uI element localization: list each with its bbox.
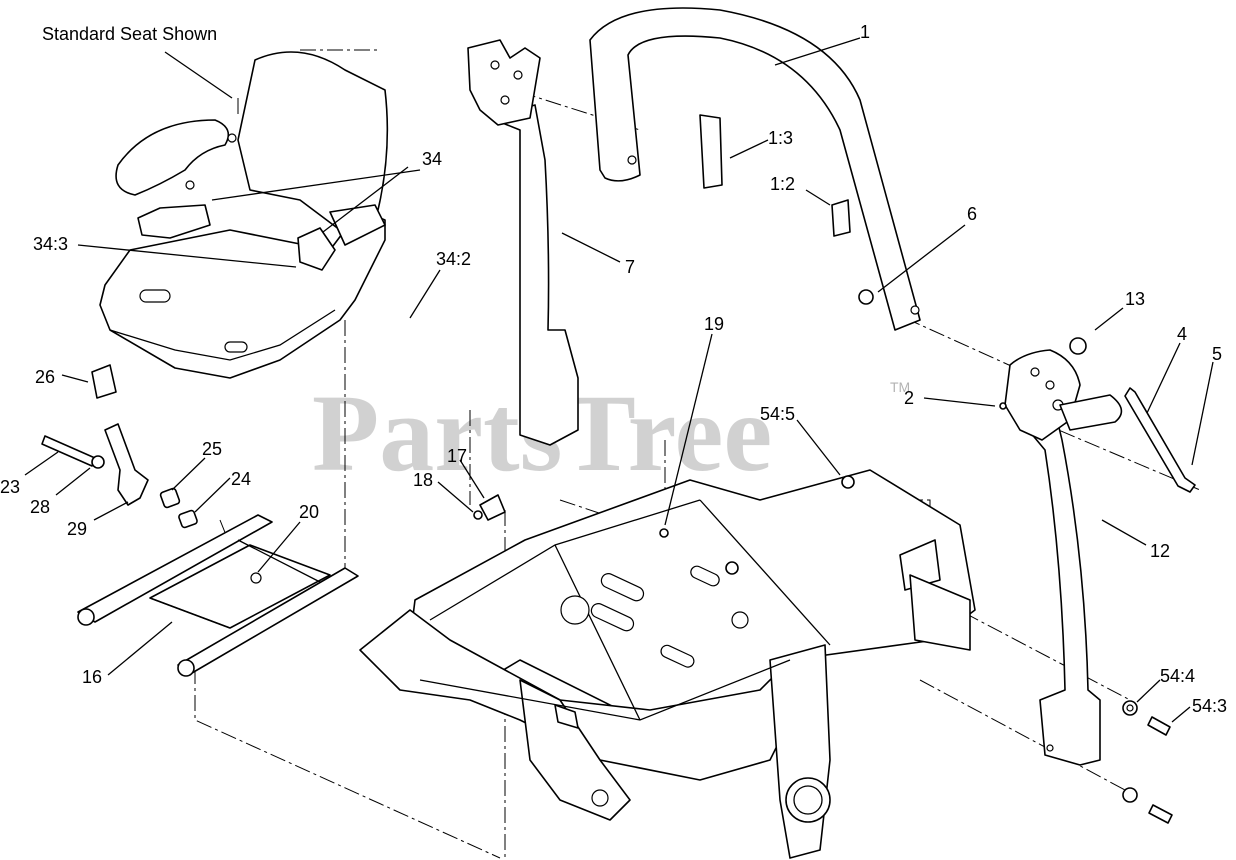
callout-28[interactable]: 28: [30, 497, 50, 517]
callout-34-3[interactable]: 34:3: [33, 234, 68, 254]
callout-19[interactable]: 19: [704, 314, 724, 334]
callout-17[interactable]: 17: [447, 446, 467, 466]
callout-7[interactable]: 7: [625, 257, 635, 277]
main-chassis-frame[interactable]: [359, 469, 976, 859]
callout-54-3[interactable]: 54:3: [1192, 696, 1227, 716]
seat-assembly[interactable]: [99, 51, 389, 379]
callout-24[interactable]: 24: [231, 469, 251, 489]
rops-hoop-1[interactable]: [589, 7, 921, 331]
callout-1-2[interactable]: 1:2: [770, 174, 795, 194]
watermark-trademark: TM: [890, 379, 910, 395]
callout-29[interactable]: 29: [67, 519, 87, 539]
callout-54-5[interactable]: 54:5: [760, 404, 795, 424]
callout-26[interactable]: 26: [35, 367, 55, 387]
callout-1-3[interactable]: 1:3: [768, 128, 793, 148]
callout-18[interactable]: 18: [413, 470, 433, 490]
rops-left-upright-7[interactable]: [467, 39, 579, 446]
rops-mount-hardware[interactable]: [1122, 700, 1173, 824]
callout-16[interactable]: 16: [82, 667, 102, 687]
seat-latch-hardware[interactable]: [41, 423, 198, 529]
callout-6[interactable]: 6: [967, 204, 977, 224]
callout-54-4[interactable]: 54:4: [1160, 666, 1195, 686]
callout-23[interactable]: 23: [0, 477, 20, 497]
callout-5[interactable]: 5: [1212, 344, 1222, 364]
seat-base-frame-16[interactable]: [77, 514, 359, 677]
callout-1[interactable]: 1: [860, 22, 870, 42]
callout-12[interactable]: 12: [1150, 541, 1170, 561]
callout-13[interactable]: 13: [1125, 289, 1145, 309]
seat-bumper-26[interactable]: [91, 364, 117, 399]
callout-20[interactable]: 20: [299, 502, 319, 522]
callout-34-2[interactable]: 34:2: [436, 249, 471, 269]
callout-25[interactable]: 25: [202, 439, 222, 459]
leader-lines: [24, 37, 1214, 723]
callout-2[interactable]: 2: [904, 388, 914, 408]
callout-4[interactable]: 4: [1177, 324, 1187, 344]
callout-34[interactable]: 34: [422, 149, 442, 169]
rops-right-upright-12[interactable]: [1004, 337, 1196, 766]
seat-caption: Standard Seat Shown: [42, 24, 217, 44]
chassis-hardware[interactable]: [473, 402, 1007, 538]
